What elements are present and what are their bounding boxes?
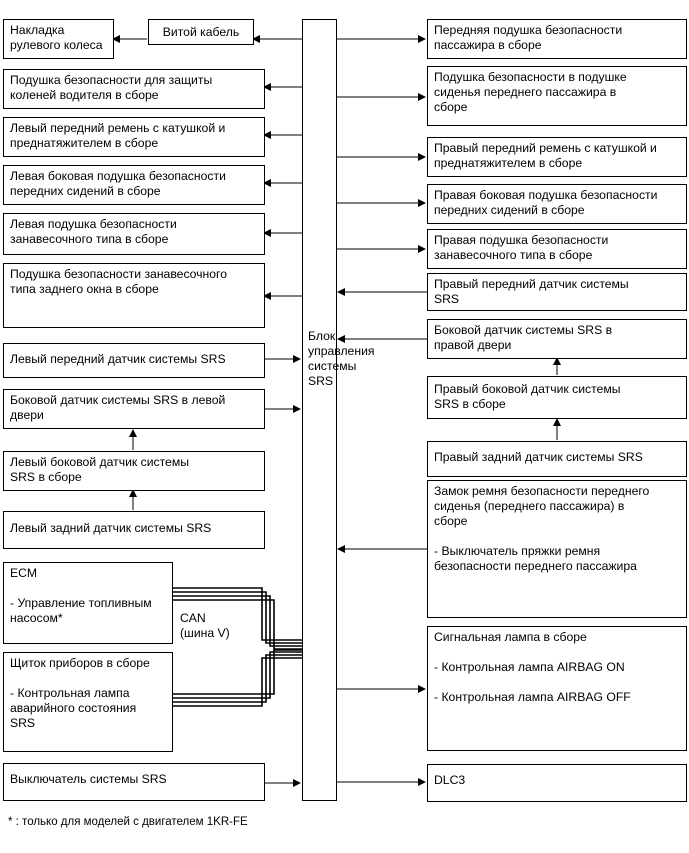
r-side-sensor-box: Правый боковой датчик системы SRS в сбор… [427, 376, 687, 419]
rr-sensor-box: Правый задний датчик системы SRS [427, 441, 687, 477]
buckle-box: Замок ремня безопасности переднего сиден… [427, 480, 687, 618]
can-bus [172, 587, 302, 707]
ecm-box: ECM - Управление топливным насосом* [3, 562, 173, 644]
can-label: CAN (шина V) [180, 611, 230, 640]
r-curtain-box: Правая подушка безопасности занавесочног… [427, 229, 687, 269]
steering-pad-box: Накладка рулевого колеса [3, 19, 114, 59]
l-side-airbag-box: Левая боковая подушка безопасности перед… [3, 165, 265, 205]
warning-lamp-box: Сигнальная лампа в сборе - Контрольная л… [427, 626, 687, 751]
srs-ecu-label: Блок управления системы SRS [308, 329, 375, 388]
srs-ecu-block [302, 19, 337, 801]
knee-airbag-box: Подушка безопасности для защиты коленей … [3, 69, 265, 109]
rear-curtain-box: Подушка безопасности занавесочного типа … [3, 263, 265, 328]
r-side-airbag-box: Правая боковая подушка безопасности пере… [427, 184, 687, 224]
spiral-cable-box: Витой кабель [148, 19, 254, 45]
l-door-sensor-box: Боковой датчик системы SRS в левой двери [3, 389, 265, 429]
l-curtain-box: Левая подушка безопасности занавесочного… [3, 213, 265, 255]
cushion-airbag-box: Подушка безопасности в подушке сиденья п… [427, 66, 687, 126]
rf-belt-box: Правый передний ремень с катушкой и пред… [427, 137, 687, 177]
meter-box: Щиток приборов в сборе - Контрольная лам… [3, 652, 173, 752]
footnote: * : только для моделей с двигателем 1KR-… [8, 816, 248, 828]
r-door-sensor-box: Боковой датчик системы SRS в правой двер… [427, 319, 687, 359]
pass-airbag-box: Передняя подушка безопасности пассажира … [427, 19, 687, 59]
lr-sensor-box: Левый задний датчик системы SRS [3, 511, 265, 549]
rf-sensor-box: Правый передний датчик системы SRS [427, 273, 687, 311]
l-side-sensor-box: Левый боковой датчик системы SRS в сборе [3, 451, 265, 491]
srs-switch-box: Выключатель системы SRS [3, 763, 265, 801]
lf-belt-box: Левый передний ремень с катушкой и предн… [3, 117, 265, 157]
dlc3-box: DLC3 [427, 764, 687, 802]
lf-sensor-box: Левый передний датчик системы SRS [3, 343, 265, 378]
